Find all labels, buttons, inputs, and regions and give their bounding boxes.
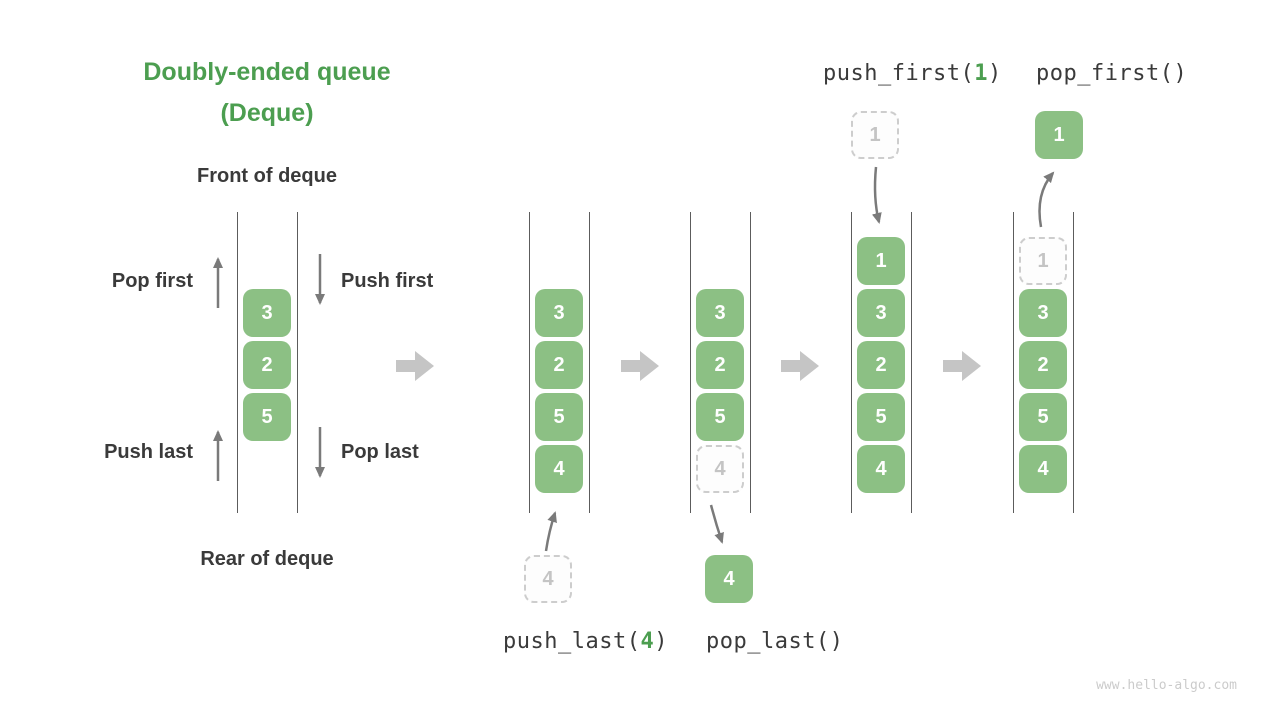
- diagram-title-line1: Doubly-ended queue: [143, 58, 391, 86]
- deque-cell: 5: [243, 393, 291, 441]
- ghost-slot-pop-last: 4: [696, 445, 744, 493]
- ghost-item-push-last: 4: [524, 555, 572, 603]
- deque-cell: 3: [535, 289, 583, 337]
- code-label-push-last: push_last(4): [503, 629, 668, 654]
- code-label-pop-last: pop_last(): [706, 629, 844, 654]
- diagram-title-line2: (Deque): [220, 99, 314, 127]
- front-of-deque-label: Front of deque: [197, 165, 337, 187]
- queue-column-pop-last: 3 2 5 4: [690, 212, 751, 513]
- deque-cell: 3: [1019, 289, 1067, 337]
- site-watermark: www.hello-algo.com: [1096, 678, 1237, 693]
- rear-of-deque-label: Rear of deque: [200, 548, 334, 570]
- queue-column-pop-first: 1 3 2 5 4: [1013, 212, 1074, 513]
- pop-first-label: Pop first: [111, 270, 193, 292]
- code-label-pop-first: pop_first(): [1036, 61, 1188, 86]
- deque-cell: 4: [857, 445, 905, 493]
- ghost-item-push-first: 1: [851, 111, 899, 159]
- deque-cell: 2: [535, 341, 583, 389]
- code-arg: 4: [640, 629, 655, 654]
- deque-cell: 3: [243, 289, 291, 337]
- code-arg: 1: [974, 61, 988, 86]
- flow-arrow-icon: [943, 351, 981, 381]
- pop-last-label: Pop last: [341, 441, 419, 463]
- deque-cell: 2: [243, 341, 291, 389]
- push-last-label: Push last: [104, 441, 193, 463]
- deque-cell: 4: [535, 445, 583, 493]
- queue-column-push-last: 3 2 5 4: [529, 212, 590, 513]
- queue-column-initial: 3 2 5: [237, 212, 298, 513]
- code-text: push_first(: [823, 61, 975, 86]
- queue-column-push-first: 1 3 2 5 4: [851, 212, 912, 513]
- ghost-slot-pop-first: 1: [1019, 237, 1067, 285]
- push-last-item-arrow-icon: [544, 511, 557, 552]
- code-label-push-first: push_first(1): [823, 61, 1002, 86]
- deque-cell: 5: [857, 393, 905, 441]
- flow-arrow-icon: [621, 351, 659, 381]
- diagram-title: Doubly-ended queue (Deque): [117, 52, 417, 134]
- flow-arrow-icon: [781, 351, 819, 381]
- popped-item-pop-last: 4: [705, 555, 753, 603]
- code-text: ): [987, 61, 1002, 86]
- deque-cell: 2: [857, 341, 905, 389]
- code-text: push_last(: [503, 629, 641, 654]
- deque-cell: 5: [1019, 393, 1067, 441]
- deque-cell: 2: [696, 341, 744, 389]
- push-first-label: Push first: [341, 270, 434, 292]
- deque-cell: 2: [1019, 341, 1067, 389]
- code-text: ): [654, 629, 668, 654]
- flow-arrow-icon: [396, 351, 434, 381]
- popped-item-pop-first: 1: [1035, 111, 1083, 159]
- deque-cell: 1: [857, 237, 905, 285]
- deque-cell: 3: [857, 289, 905, 337]
- deque-cell: 5: [696, 393, 744, 441]
- deque-cell: 4: [1019, 445, 1067, 493]
- deque-cell: 3: [696, 289, 744, 337]
- deque-cell: 5: [535, 393, 583, 441]
